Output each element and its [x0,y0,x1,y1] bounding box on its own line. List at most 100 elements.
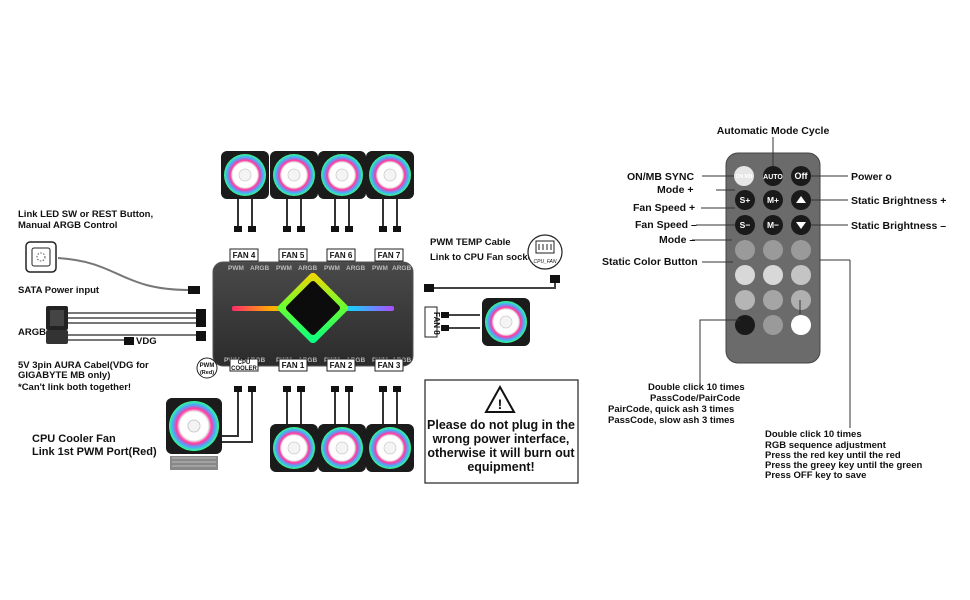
color-button[interactable] [735,240,755,260]
speed-up-button[interactable] [735,190,755,210]
hub-port-label: ARGB [346,357,365,364]
vdg-connector [124,337,134,345]
svg-text:Off: Off [795,171,809,181]
passcode-notes: Double click 10 times PassCode/PairCode … [608,382,745,426]
label-link-led-2: Manual ARGB Control [18,220,117,231]
warning-triangle-icon [484,384,516,413]
fan-3-tag: FAN 3 [378,361,401,370]
top-fan-connectors [234,226,401,232]
top-fan-row [220,150,415,200]
fan-2-icon [317,423,367,473]
svg-text:(Red): (Red) [200,370,214,376]
warning-line-1: Please do not plug in the [427,418,575,432]
color-button[interactable] [791,265,811,285]
svg-text:M−: M− [767,220,779,230]
svg-text:S−: S− [740,220,751,230]
label-pwm-temp: PWM TEMP Cable [430,237,511,248]
auto-button[interactable] [763,166,783,186]
svg-text:PassCode, slow ash 3 times: PassCode, slow ash 3 times [608,415,735,426]
color-button[interactable] [763,240,783,260]
hub-port-label: ARGB [346,265,365,272]
svg-text:PassCode/PairCode: PassCode/PairCode [650,393,740,404]
color-button[interactable] [735,265,755,285]
sata-plug-icon [46,306,68,330]
fan-7-tag: FAN 7 [378,251,401,260]
label-cpu-cooler-2: Link 1st PWM Port(Red) [32,446,157,458]
color-button[interactable] [735,290,755,310]
argb-plug-icon [46,330,68,344]
fan-2-tag: FAN 2 [330,361,353,370]
svg-text:Press the greey key until the: Press the greey key until the green [765,460,923,471]
sync-button[interactable] [734,166,754,186]
pwm-red-tag: PWM (Red) [196,357,218,379]
hub-port-label: ARGB [298,265,317,272]
pwm-temp-connector [424,284,434,292]
color-button[interactable] [763,315,783,335]
label-brightness-minus: Static Brightness – [851,220,946,232]
cpu-cooler-icon [166,398,222,470]
fan-8-icon [481,297,531,347]
svg-text:S+: S+ [740,195,751,205]
fan-hub: PWM ARGB PWM ARGB PWM ARGB PWM ARGB PWM … [212,261,414,367]
speed-down-button[interactable] [735,215,755,235]
left-cables [57,257,196,341]
hub-diamond-logo [277,272,349,344]
label-aura-2: GIGABYTE MB only) [18,370,110,381]
svg-text:ON MB: ON MB [736,174,753,180]
label-sync: ON/MB SYNC [627,171,695,183]
led-switch-button-icon [25,241,57,273]
remote-control: ON MB AUTO Off S+ M+ S− M− [725,152,821,364]
label-aura-3: *Can't link both together! [18,382,131,393]
fan-4-icon [220,150,270,200]
hub-port-label: ARGB [250,265,269,272]
label-cpu-cooler-1: CPU Cooler Fan [32,433,116,445]
svg-text:PairCode, quick ash 3 time: PairCode, quick ash 3 times [608,404,734,415]
color-button[interactable] [791,240,811,260]
label-brightness-plus: Static Brightness + [851,195,946,207]
fan-6-icon [317,150,367,200]
label-fan-speed-plus: Fan Speed + [633,202,695,214]
label-cpu-fan-socket: Link to CPU Fan socket [430,252,537,263]
label-mode-minus: Mode – [659,234,695,246]
svg-text:Double click 10 times: Double click 10 times [648,382,745,393]
color-button[interactable] [763,290,783,310]
hub-port-label: ARGB [392,265,411,272]
hub-port-label: PWM [276,265,292,272]
label-aura-1: 5V 3pin AURA Cabel(VDG for [18,360,149,371]
brightness-down-icon [796,222,806,229]
label-argb: ARGB [18,327,46,338]
hub-port-label: ARGB [298,357,317,364]
fan-8-tag: FAN 8 [424,306,441,338]
fan-1-icon [269,423,319,473]
remote-leader-lines [692,137,851,428]
mode-down-button[interactable] [763,215,783,235]
label-mode-plus: Mode + [657,184,693,196]
fan-5-icon [269,150,319,200]
pwm-temp-cable [430,278,556,289]
color-button[interactable] [791,290,811,310]
label-fan-speed-minus: Fan Speed – [635,219,697,231]
svg-text:PWM: PWM [200,363,215,369]
off-button[interactable] [791,166,811,186]
rgb-adjustment-notes: Double click 10 times RGB sequence adjus… [765,429,923,481]
led-sw-connector [188,286,200,294]
fan-6-tag: FAN 6 [330,251,353,260]
cpu-fan-header-label: CPU_FAN [534,259,557,265]
svg-text:Press OFF key to save: Press OFF key to save [765,470,866,481]
svg-text:COOLER: COOLER [231,366,257,372]
warning-line-4: equipment! [467,460,534,474]
color-button[interactable] [735,315,755,335]
warning-line-3: otherwise it will burn out [427,446,575,460]
argb-connector [196,331,206,341]
svg-text:!: ! [498,396,503,412]
brightness-up-icon [796,196,806,203]
mode-up-button[interactable] [763,190,783,210]
color-button[interactable] [763,265,783,285]
cpu-fan-header-icon: CPU_FAN [527,234,563,270]
sata-connector [196,309,206,327]
svg-text:FAN 8: FAN 8 [432,312,441,335]
color-button[interactable] [791,315,811,335]
label-vdg: VDG [136,336,157,347]
svg-text:Double click 10 times: Double click 10 times [765,429,862,440]
